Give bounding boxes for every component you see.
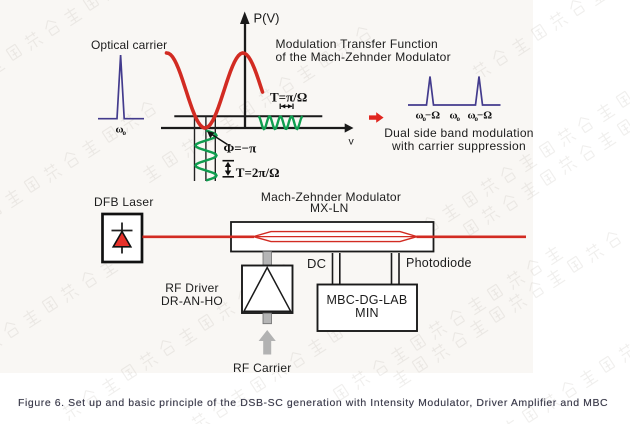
svg-text:ω: ω bbox=[468, 110, 476, 122]
svg-text:o: o bbox=[123, 129, 127, 137]
svg-text:ω: ω bbox=[116, 124, 124, 136]
svg-text:o: o bbox=[423, 115, 427, 123]
svg-text:P(V): P(V) bbox=[254, 10, 280, 25]
svg-text:ω: ω bbox=[450, 110, 458, 122]
svg-text:Φ=−π: Φ=−π bbox=[224, 140, 257, 155]
svg-text:−Ω: −Ω bbox=[425, 110, 440, 122]
svg-text:o: o bbox=[475, 115, 479, 123]
svg-text:T=π/Ω: T=π/Ω bbox=[270, 90, 307, 105]
svg-text:v: v bbox=[349, 136, 355, 148]
svg-text:T=2π/Ω: T=2π/Ω bbox=[236, 165, 280, 180]
svg-text:ω: ω bbox=[416, 110, 424, 122]
svg-text:o: o bbox=[457, 115, 461, 123]
svg-text:−Ω: −Ω bbox=[477, 110, 492, 122]
